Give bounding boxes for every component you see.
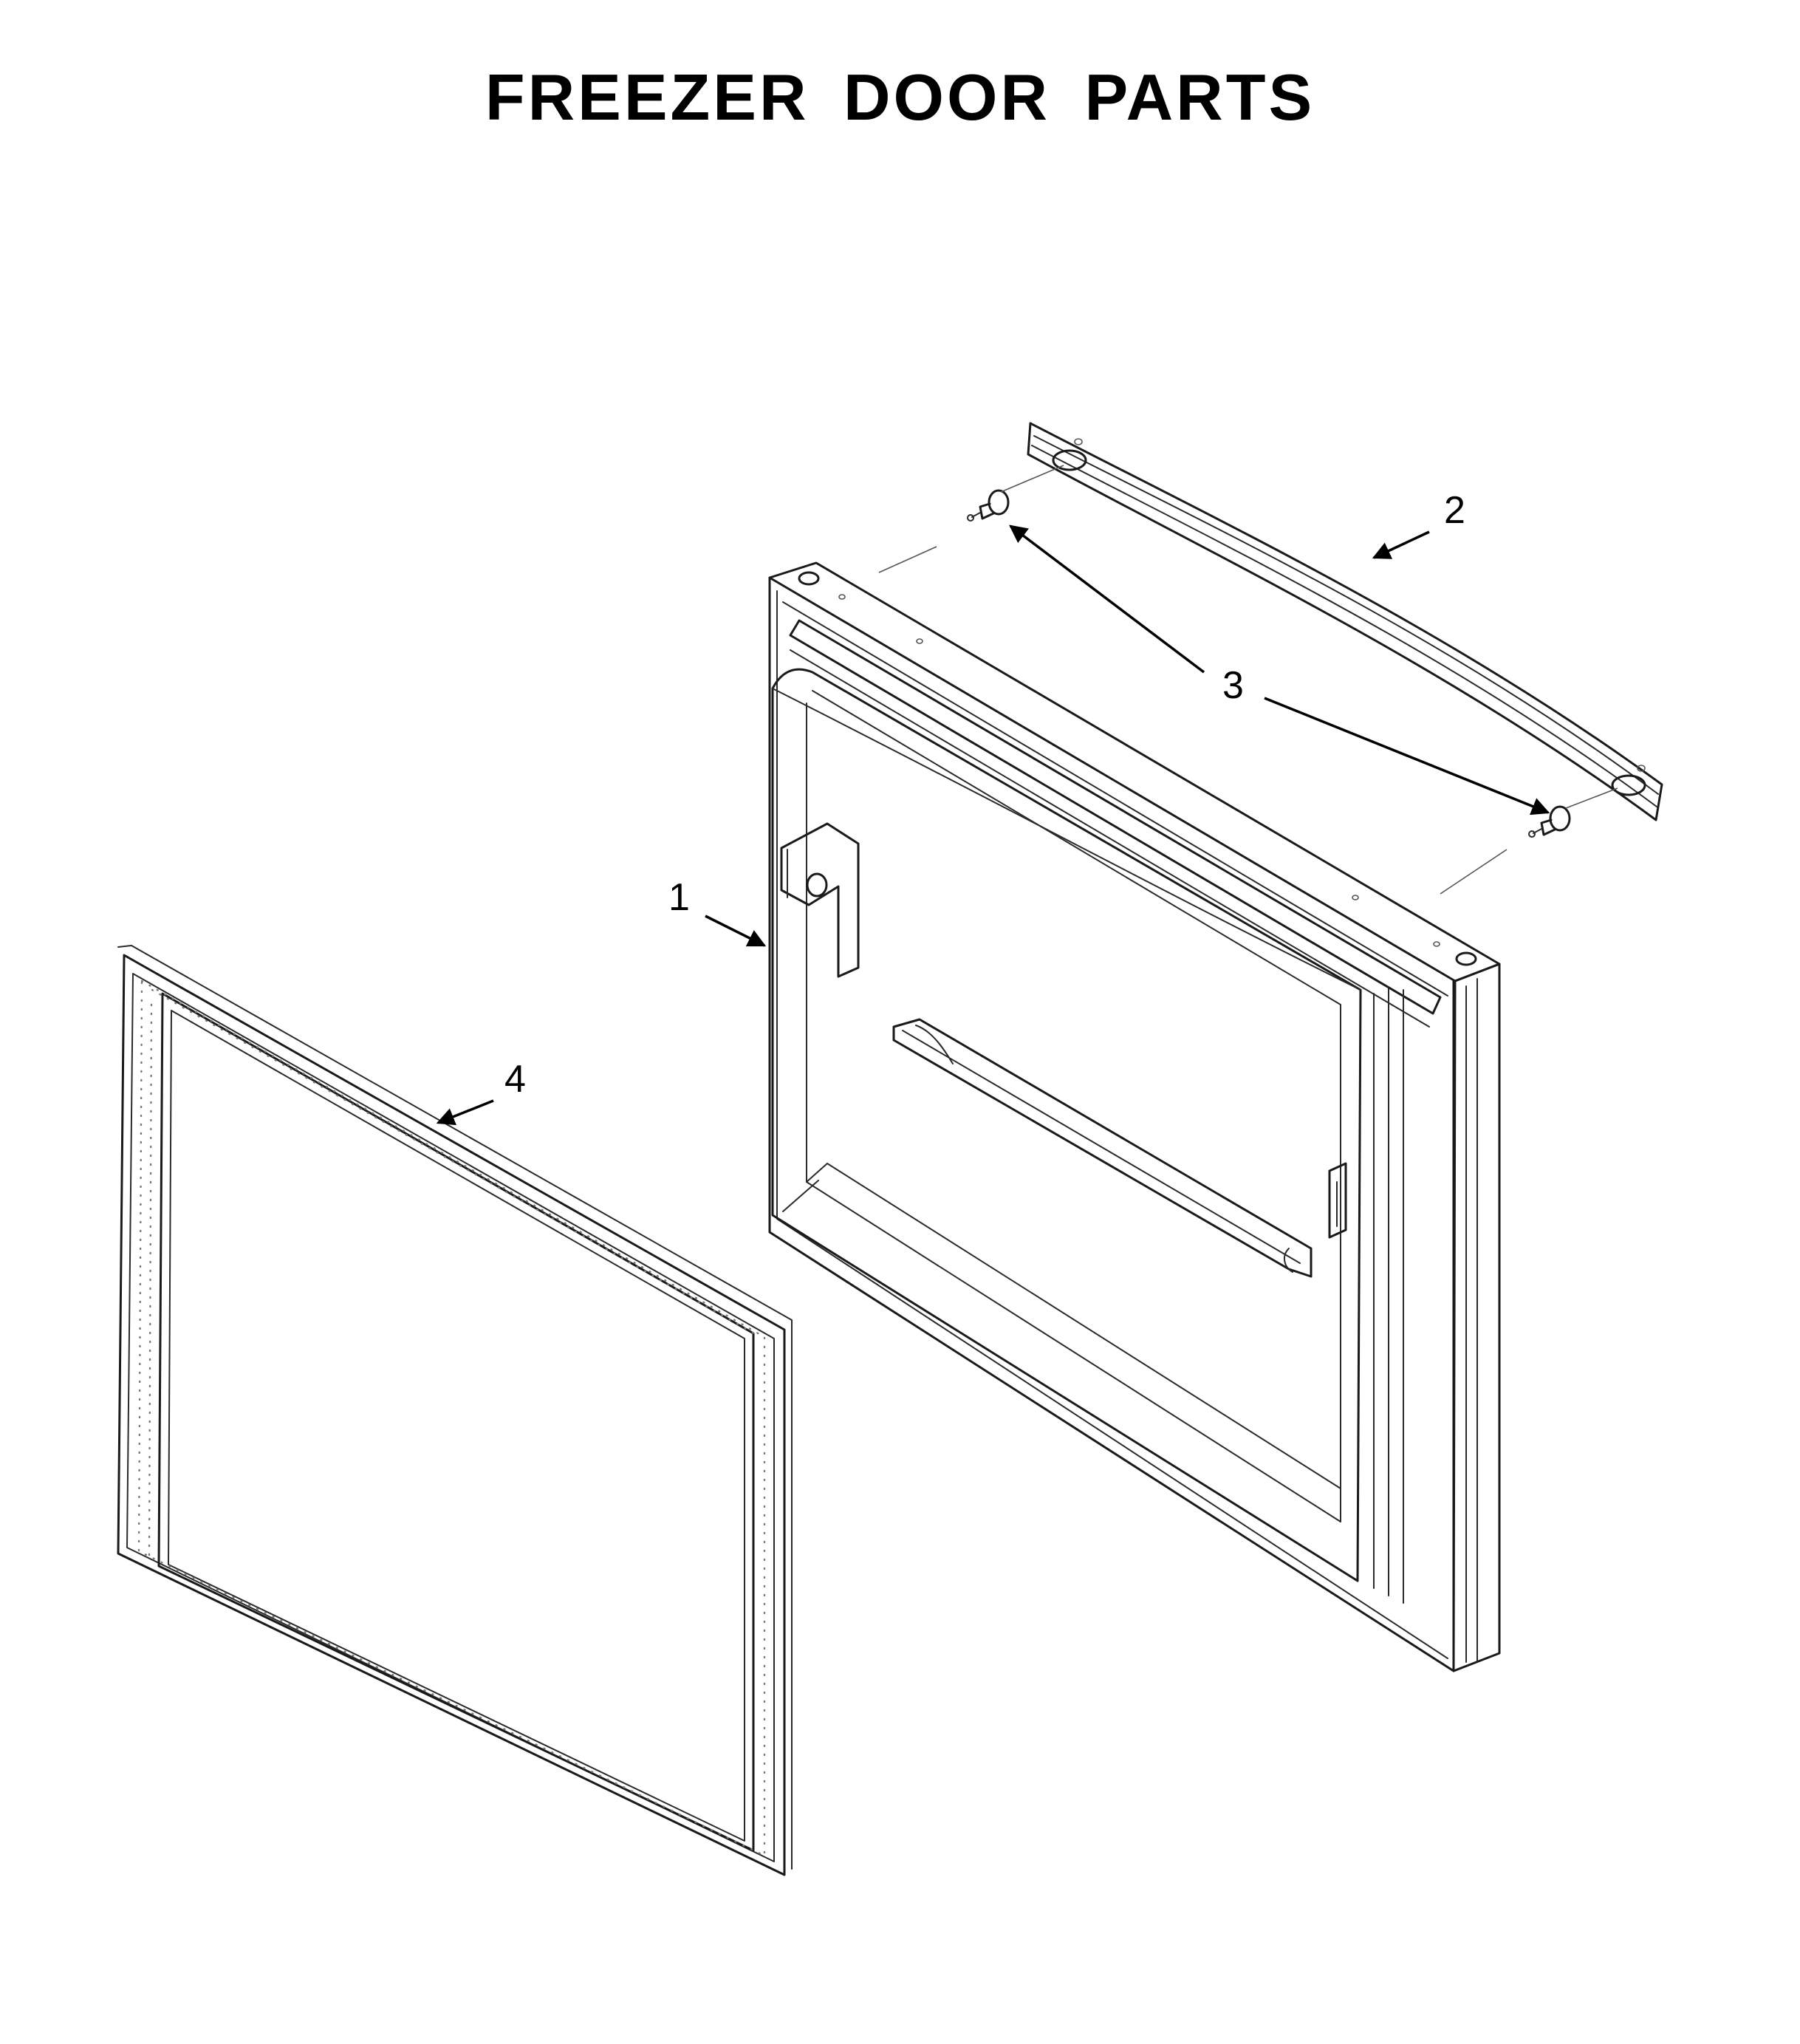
callout-3: 3 <box>1009 524 1550 816</box>
callout-4: 4 <box>436 1058 526 1126</box>
callout-2: 2 <box>1372 489 1465 559</box>
handle-screw-lower[interactable] <box>1528 805 1571 838</box>
svg-text:4: 4 <box>504 1058 526 1101</box>
svg-text:3: 3 <box>1222 664 1244 707</box>
callout-1: 1 <box>668 876 767 947</box>
door-gasket-part[interactable] <box>117 945 793 1876</box>
handle-screw-upper[interactable] <box>967 489 1010 522</box>
alignment-guides <box>878 465 1618 895</box>
svg-text:1: 1 <box>668 876 690 919</box>
page-title: FREEZER DOOR PARTS <box>485 61 1315 134</box>
svg-text:2: 2 <box>1444 489 1465 532</box>
door-part[interactable] <box>768 561 1501 1672</box>
handle-part[interactable] <box>1027 422 1663 821</box>
